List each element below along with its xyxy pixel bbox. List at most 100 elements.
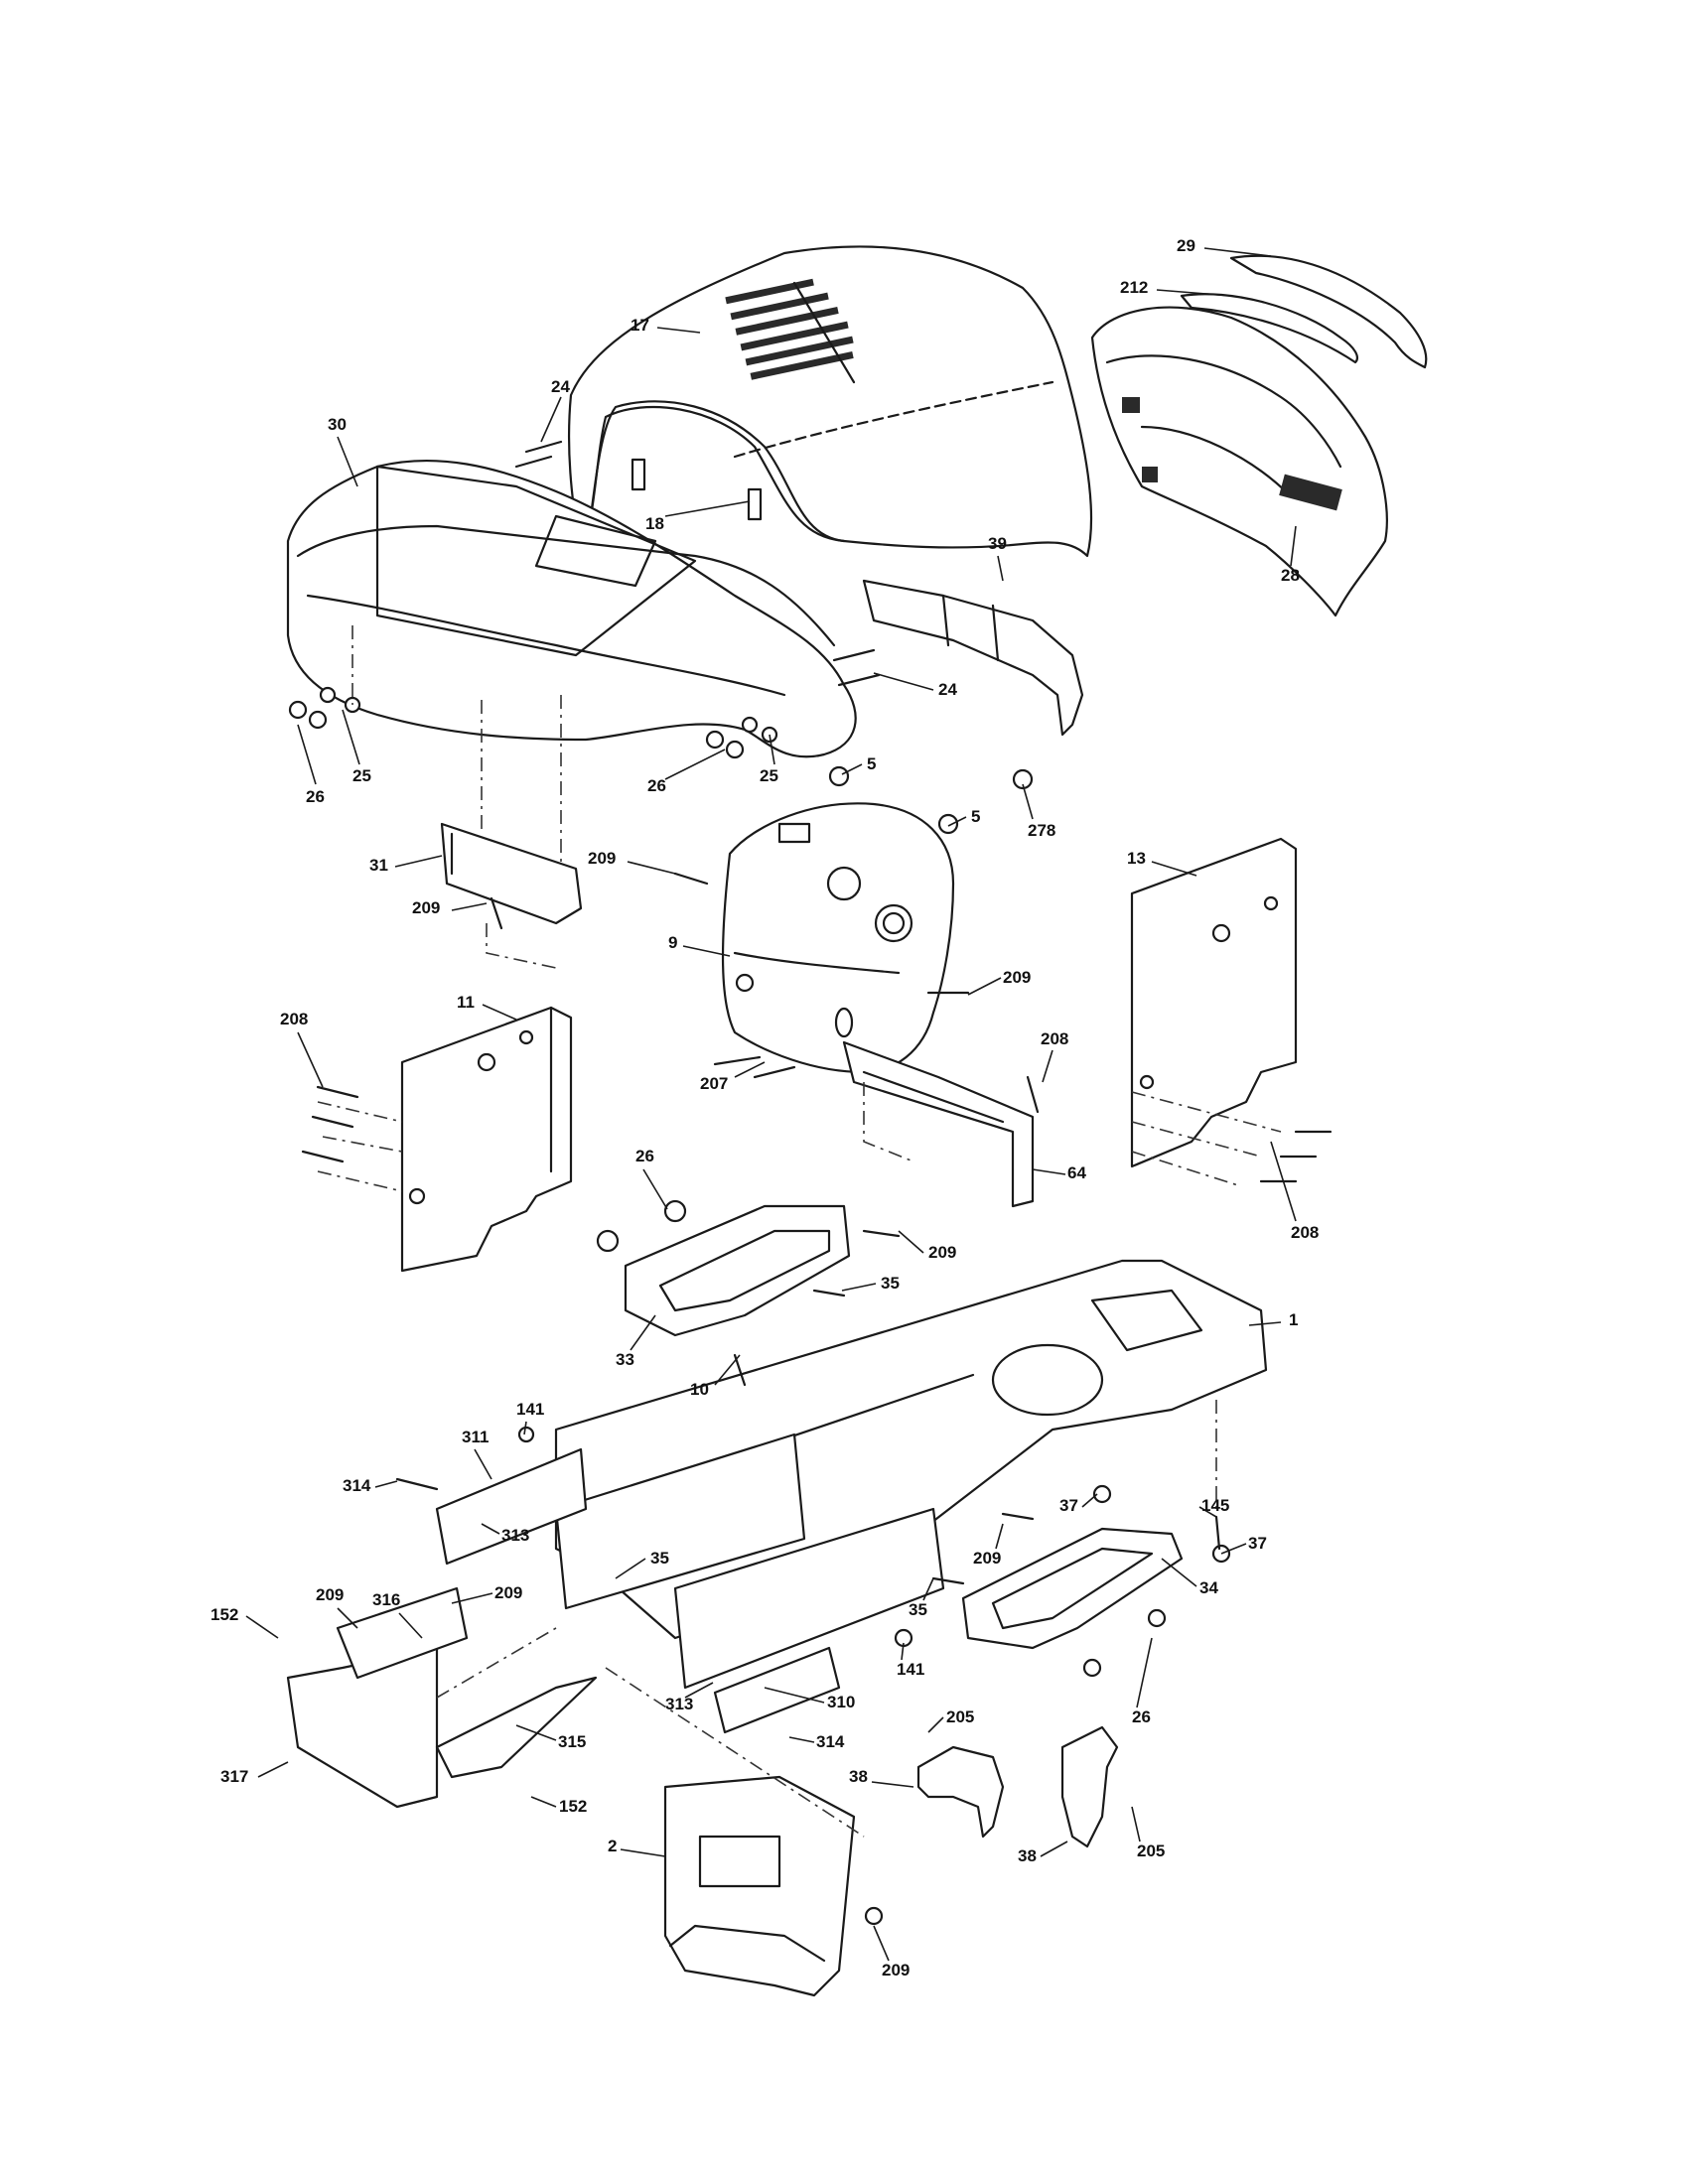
callout-leader-c24a <box>540 396 562 443</box>
part-plate-311 <box>435 1447 588 1566</box>
callout-leader-c141a <box>523 1421 527 1435</box>
part-dash-panel <box>721 802 955 1074</box>
callout-leader-c209b <box>451 902 488 911</box>
part-shields <box>286 1586 598 1809</box>
callout-label-c209c: 209 <box>1003 968 1031 987</box>
callout-label-c25a: 25 <box>352 766 371 785</box>
callout-label-c26c: 26 <box>635 1147 654 1165</box>
part-hardware <box>288 440 1333 1926</box>
callout-label-c38a: 38 <box>849 1767 868 1786</box>
part-fender <box>286 459 857 758</box>
callout-label-c314b: 314 <box>816 1732 845 1751</box>
callout-leader-c212 <box>1156 289 1232 297</box>
callout-leader-c35c <box>922 1577 934 1601</box>
part-side-panel-left <box>400 1006 573 1273</box>
callout-leader-c5b <box>947 816 967 827</box>
callout-label-c141b: 141 <box>897 1660 924 1679</box>
callout-leader-c209a <box>627 861 676 875</box>
callout-leader-c314b <box>788 1736 815 1743</box>
callout-label-c314a: 314 <box>343 1476 371 1495</box>
callout-leader-c152b <box>530 1796 557 1808</box>
callout-label-c209g: 209 <box>494 1583 522 1602</box>
callout-leader-c314a <box>374 1480 398 1488</box>
callout-leader-c145 <box>1198 1506 1217 1518</box>
callout-leader-c35a <box>841 1283 877 1292</box>
callout-label-c209b: 209 <box>412 898 440 917</box>
part-side-rails <box>554 1433 945 1690</box>
callout-label-c207: 207 <box>700 1074 728 1093</box>
callout-label-c35a: 35 <box>881 1274 900 1293</box>
callout-leader-c2 <box>620 1848 666 1857</box>
callout-leader-c13 <box>1151 861 1197 877</box>
callout-label-c278: 278 <box>1028 821 1055 840</box>
callout-label-c24b: 24 <box>938 680 957 699</box>
part-lens <box>1180 254 1428 369</box>
callout-label-c29: 29 <box>1177 236 1195 255</box>
part-hood-bracket <box>862 579 1084 737</box>
part-bracket-38b <box>1060 1725 1119 1848</box>
callout-leader-c25b <box>769 734 775 765</box>
callout-label-c64: 64 <box>1067 1163 1086 1182</box>
callout-leader-c5a <box>841 763 863 775</box>
callout-label-c33: 33 <box>616 1350 634 1369</box>
callout-leader-c35b <box>615 1558 646 1579</box>
callout-leader-c278 <box>1022 783 1034 820</box>
callout-leader-c209c <box>967 977 1002 996</box>
callout-leader-c317 <box>257 1761 289 1778</box>
callout-label-c39: 39 <box>988 534 1007 553</box>
callout-label-c205a: 205 <box>946 1707 974 1726</box>
part-footrest-left <box>624 1204 851 1337</box>
callout-leader-c209g <box>451 1592 493 1604</box>
callout-label-c28: 28 <box>1281 566 1300 585</box>
callout-label-c34: 34 <box>1199 1578 1218 1597</box>
part-footrest-right <box>961 1527 1184 1650</box>
callout-leader-c209h <box>873 1925 890 1962</box>
callout-label-c205b: 205 <box>1137 1842 1165 1860</box>
callout-leader-c24b <box>873 672 934 691</box>
callout-leader-c26d <box>1136 1637 1153 1708</box>
callout-leader-c37a <box>1081 1493 1098 1508</box>
callout-leader-c11 <box>482 1004 517 1021</box>
callout-label-c1: 1 <box>1289 1310 1298 1329</box>
callout-label-c30: 30 <box>328 415 347 434</box>
callout-leader-c64 <box>1032 1168 1066 1175</box>
callout-leader-c208c <box>1270 1141 1297 1222</box>
part-grille <box>1090 306 1388 617</box>
callout-leader-c25a <box>342 709 360 765</box>
callout-label-c311: 311 <box>462 1428 489 1446</box>
callout-label-c13: 13 <box>1127 849 1146 868</box>
callout-leader-c18 <box>664 500 751 517</box>
callout-leader-c34 <box>1161 1558 1197 1587</box>
callout-leader-c26a <box>297 724 317 785</box>
callout-leader-c9 <box>682 945 731 957</box>
callout-leader-c31 <box>394 855 443 868</box>
callout-label-c9: 9 <box>668 933 677 952</box>
callout-label-c37a: 37 <box>1059 1496 1078 1515</box>
callout-leader-c28 <box>1290 525 1297 567</box>
callout-label-c209a: 209 <box>588 849 616 868</box>
callout-label-c152b: 152 <box>559 1797 587 1816</box>
part-support-64 <box>842 1040 1035 1208</box>
callout-label-c313b: 313 <box>665 1695 693 1713</box>
callout-leader-c311 <box>474 1448 492 1480</box>
callout-label-c17: 17 <box>631 316 649 335</box>
callout-label-c35c: 35 <box>909 1600 927 1619</box>
callout-label-c310: 310 <box>827 1693 855 1711</box>
callout-label-c212: 212 <box>1120 278 1148 297</box>
callout-label-c2: 2 <box>608 1837 617 1855</box>
callout-leader-c313b <box>684 1682 714 1699</box>
callout-label-c208c: 208 <box>1291 1223 1319 1242</box>
callout-leader-c26b <box>664 749 726 780</box>
callout-leader-c17 <box>656 327 701 334</box>
callout-leader-c313a <box>481 1523 500 1535</box>
callout-leader-c315 <box>515 1724 557 1741</box>
assembly-lines <box>317 625 1282 1838</box>
callout-label-c152a: 152 <box>210 1605 238 1624</box>
callout-leader-c152a <box>245 1615 279 1639</box>
callout-label-c315: 315 <box>558 1732 586 1751</box>
callout-label-c208a: 208 <box>280 1010 308 1028</box>
callout-leader-c29 <box>1203 247 1272 257</box>
callout-label-c317: 317 <box>220 1767 248 1786</box>
callout-label-c209f: 209 <box>316 1585 344 1604</box>
